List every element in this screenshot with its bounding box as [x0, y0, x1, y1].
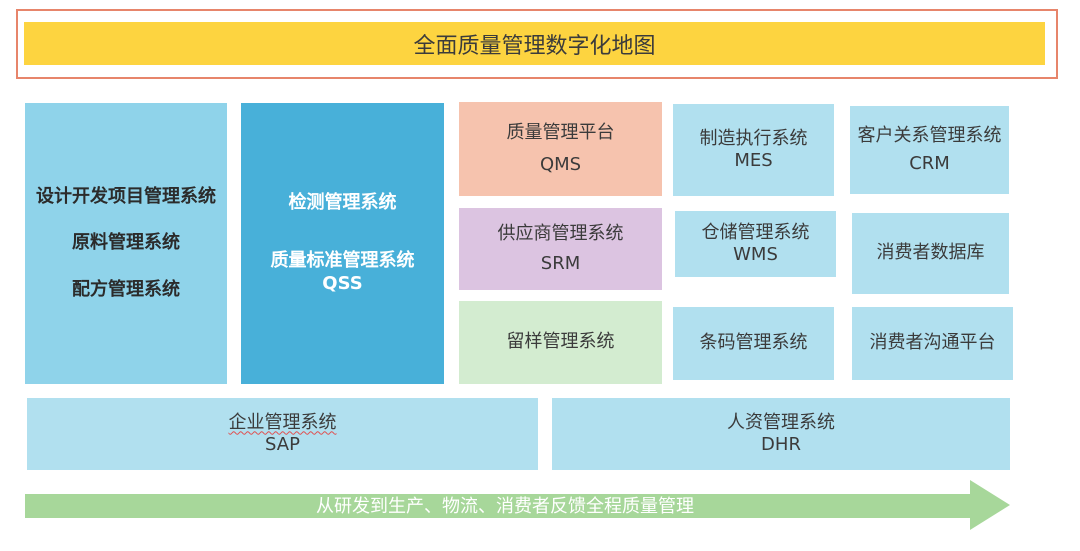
- testing-quality-standard-box: 检测管理系统 质量标准管理系统 QSS: [241, 103, 444, 384]
- dhr-code: DHR: [761, 434, 801, 455]
- qms-code: QMS: [539, 154, 582, 175]
- mes-box: 制造执行系统 MES: [673, 104, 834, 196]
- page-title-text: 全面质量管理数字化地图: [413, 33, 656, 59]
- barcode-box: 条码管理系统: [673, 307, 834, 380]
- consumer-communication-box: 消费者沟通平台: [852, 307, 1013, 380]
- dhr-name: 人资管理系统: [727, 411, 835, 433]
- arrow-label: 从研发到生产、物流、消费者反馈全程质量管理: [316, 496, 694, 517]
- sap-box: 企业管理系统 SAP: [27, 398, 538, 470]
- testing-system-label: 检测管理系统: [288, 191, 397, 213]
- raw-material-system-label: 原料管理系统: [72, 232, 180, 254]
- design-materials-formula-box: 设计开发项目管理系统 原料管理系统 配方管理系统: [25, 103, 227, 384]
- mes-name: 制造执行系统: [699, 127, 808, 149]
- sample-retention-box: 留样管理系统: [459, 301, 662, 384]
- srm-name: 供应商管理系统: [497, 222, 624, 244]
- process-arrow: [25, 480, 1010, 530]
- quality-standard-system-label: 质量标准管理系统: [270, 250, 415, 272]
- consumer-database-box: 消费者数据库: [852, 213, 1009, 294]
- sample-retention-name: 留样管理系统: [506, 331, 615, 353]
- crm-box: 客户关系管理系统 CRM: [850, 106, 1009, 194]
- qms-box: 质量管理平台 QMS: [459, 102, 662, 196]
- design-dev-project-system-label: 设计开发项目管理系统: [36, 185, 216, 207]
- sap-name: 企业管理系统: [228, 411, 337, 433]
- consumer-communication-name: 消费者沟通平台: [869, 332, 996, 354]
- qss-code-label: QSS: [322, 272, 363, 294]
- qms-name: 质量管理平台: [506, 121, 615, 143]
- srm-code: SRM: [540, 253, 581, 274]
- consumer-database-name: 消费者数据库: [876, 242, 985, 264]
- wms-name: 仓储管理系统: [701, 221, 810, 243]
- crm-name: 客户关系管理系统: [857, 124, 1002, 146]
- barcode-name: 条码管理系统: [699, 332, 808, 354]
- wms-code: WMS: [733, 244, 778, 265]
- srm-box: 供应商管理系统 SRM: [459, 208, 662, 290]
- arrow-label-wrap: 从研发到生产、物流、消费者反馈全程质量管理: [25, 480, 985, 530]
- arrow-shape: [25, 480, 1010, 530]
- sap-code: SAP: [265, 434, 300, 455]
- crm-code: CRM: [909, 153, 950, 174]
- wms-box: 仓储管理系统 WMS: [675, 211, 836, 277]
- mes-code: MES: [734, 150, 773, 171]
- dhr-box: 人资管理系统 DHR: [552, 398, 1010, 470]
- formula-system-label: 配方管理系统: [72, 278, 180, 300]
- page-title: 全面质量管理数字化地图: [24, 22, 1045, 65]
